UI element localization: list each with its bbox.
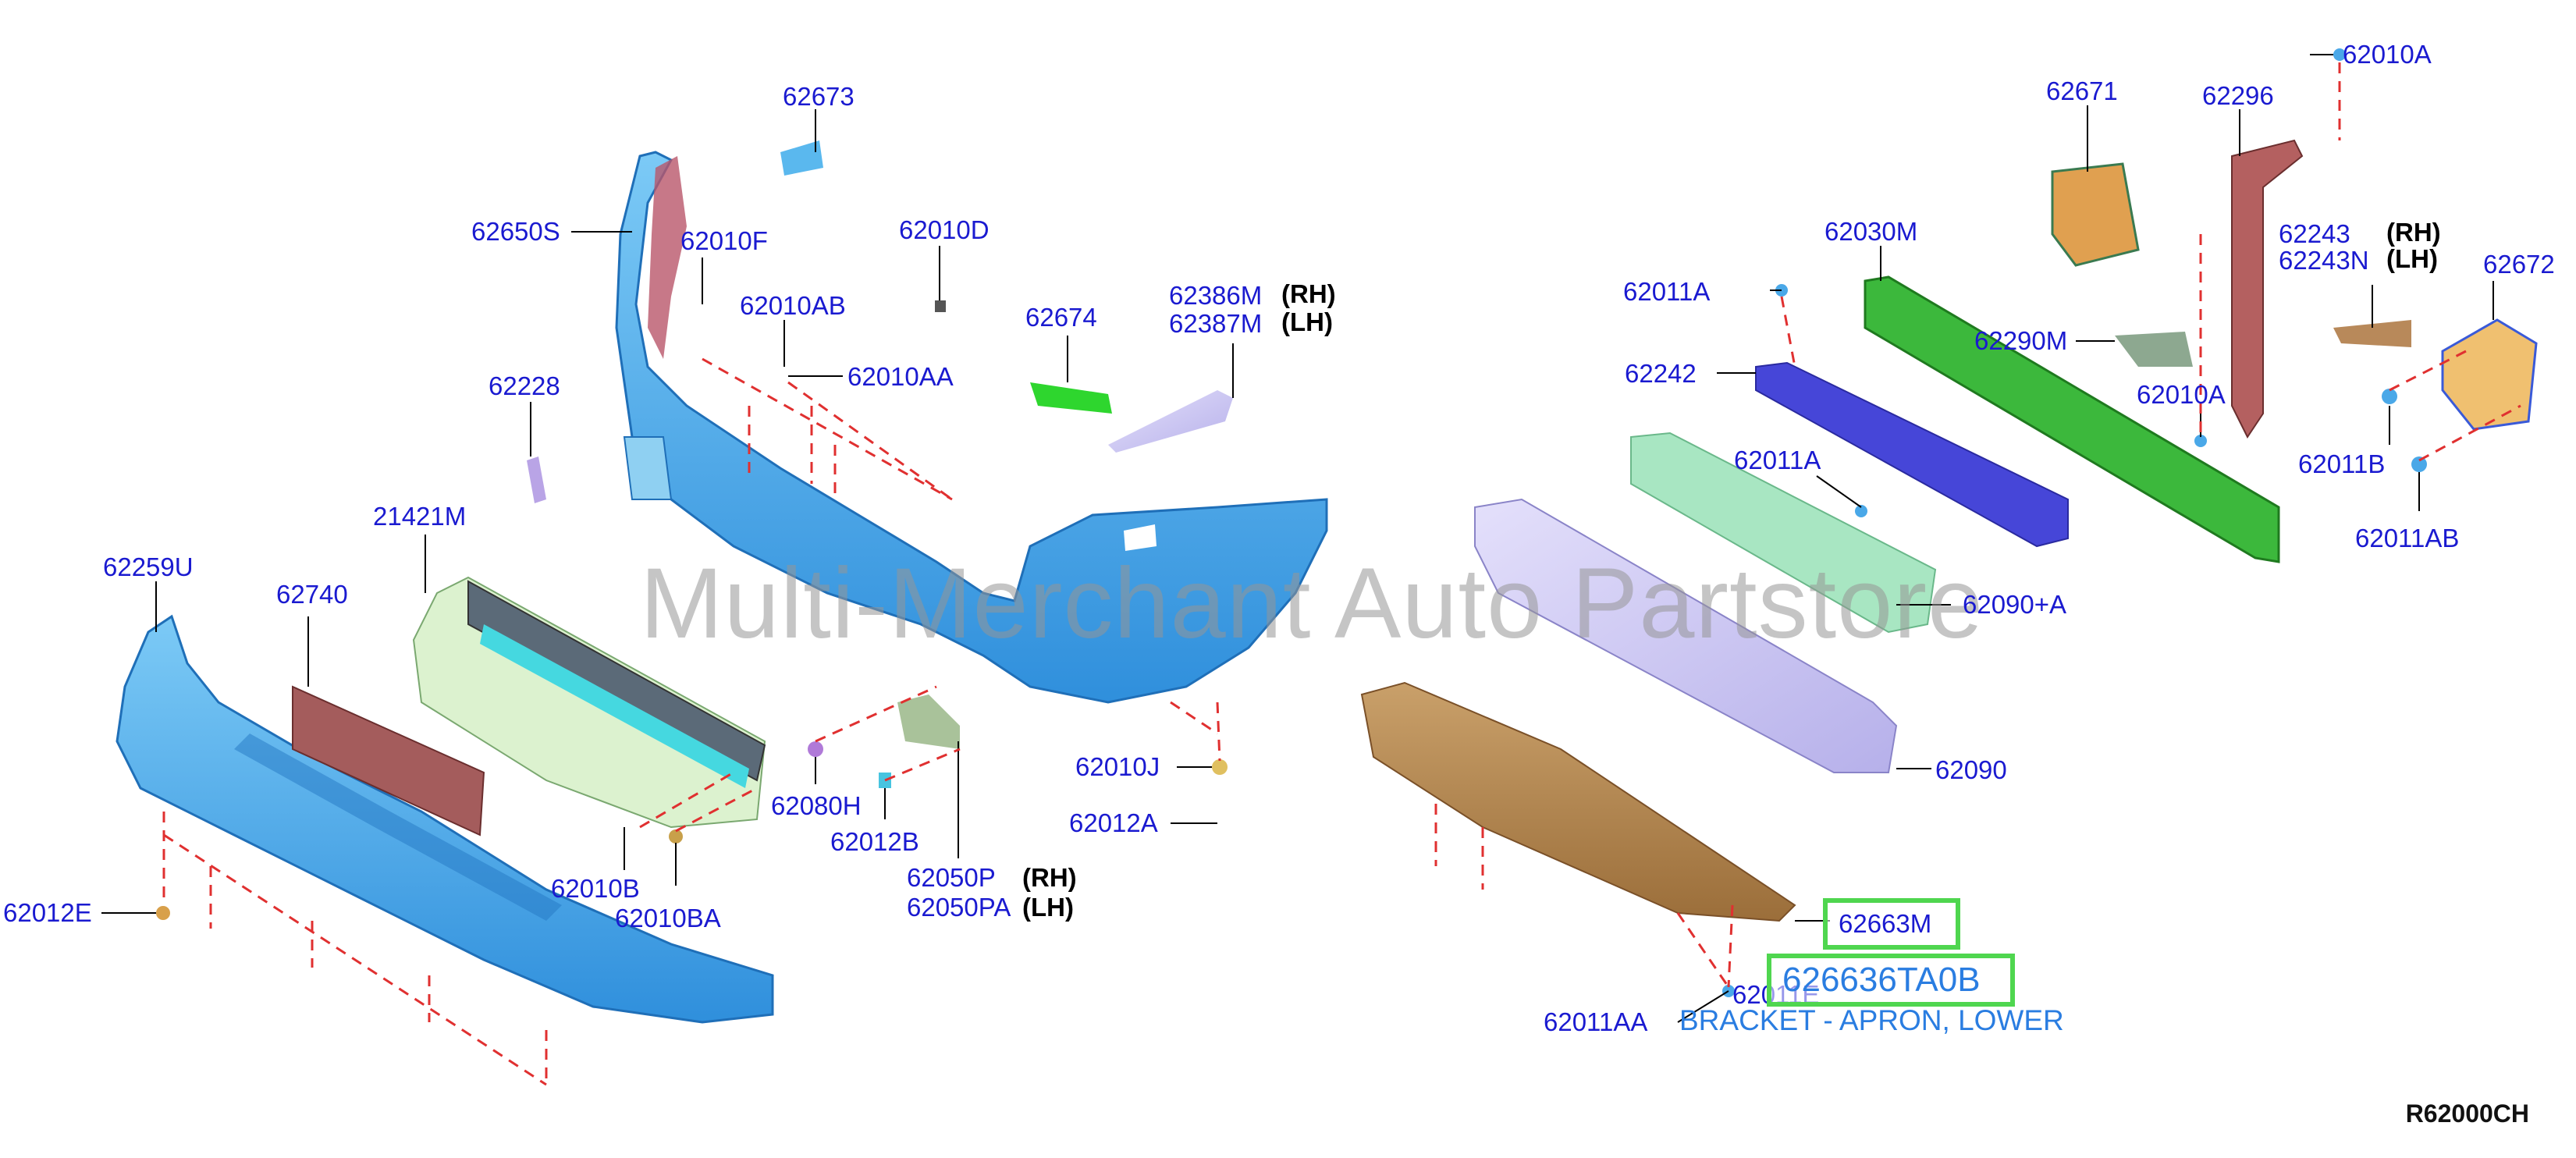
clip-62011AB-part bbox=[2411, 456, 2427, 472]
side-lh-62387M: (LH) bbox=[1281, 307, 1333, 336]
clip-62010BA-part bbox=[669, 829, 683, 844]
clip-62080H-part bbox=[808, 741, 823, 757]
absorber-62090-part bbox=[1474, 498, 1898, 773]
part-label-62673[interactable]: 62673 bbox=[783, 82, 855, 111]
part-label-62290M[interactable]: 62290M bbox=[1974, 326, 2068, 355]
side-lh-62243N: (LH) bbox=[2386, 244, 2438, 273]
clip-62010A-mid-part bbox=[2194, 435, 2207, 447]
part-label-62672[interactable]: 62672 bbox=[2483, 250, 2555, 279]
part-label-62010F[interactable]: 62010F bbox=[680, 226, 768, 255]
clip-62011B-part bbox=[2382, 389, 2397, 404]
part-label-62012B[interactable]: 62012B bbox=[830, 827, 919, 856]
bracket-62243-part bbox=[2333, 320, 2411, 347]
part-label-62010AA[interactable]: 62010AA bbox=[847, 362, 954, 391]
clip-62010D-part bbox=[935, 300, 946, 312]
part-label-62243[interactable]: 62243 bbox=[2279, 219, 2350, 248]
absorber-62090A-part bbox=[1630, 432, 1937, 634]
clip-62012E-part bbox=[156, 906, 170, 920]
side-lh-62050PA: (LH) bbox=[1022, 893, 1074, 922]
part-label-62010D[interactable]: 62010D bbox=[899, 215, 990, 244]
side-rh-62386M: (RH) bbox=[1281, 279, 1336, 308]
grille-part bbox=[412, 576, 766, 829]
stay-62296-part bbox=[2231, 139, 2304, 439]
part-number-highlight[interactable] bbox=[1767, 954, 2015, 1007]
part-label-62386M[interactable]: 62386M bbox=[1169, 281, 1263, 310]
part-label-62674[interactable]: 62674 bbox=[1025, 303, 1097, 332]
part-label-62228[interactable]: 62228 bbox=[489, 371, 560, 400]
part-label-62090[interactable]: 62090 bbox=[1935, 755, 2007, 784]
selected-part-highlight[interactable] bbox=[1823, 898, 1960, 950]
part-label-62010BA[interactable]: 62010BA bbox=[615, 904, 721, 932]
part-label-62080H[interactable]: 62080H bbox=[771, 791, 862, 820]
part-label-62030M[interactable]: 62030M bbox=[1825, 217, 1918, 246]
assembly-dash-lines bbox=[162, 62, 2521, 1086]
clip-62011A-mid-part bbox=[1855, 505, 1867, 517]
bumper-fascia-part bbox=[615, 151, 1328, 704]
bracket-62674-part bbox=[1030, 382, 1112, 414]
part-label-62242[interactable]: 62242 bbox=[1625, 359, 1697, 388]
lower-bumper-part bbox=[115, 614, 774, 1024]
license-plate-bracket-part bbox=[292, 685, 485, 837]
undercover-62663M-part bbox=[1360, 681, 1796, 922]
part-label-62010A-top[interactable]: 62010A bbox=[2343, 40, 2432, 69]
side-rh-62243: (RH) bbox=[2386, 218, 2441, 247]
part-label-62011A-top[interactable]: 62011A bbox=[1623, 277, 1711, 306]
side-rh-62050P: (RH) bbox=[1022, 863, 1077, 892]
selected-part-label[interactable]: 62663M bbox=[1839, 909, 1932, 938]
bracket-62671-part bbox=[2051, 162, 2140, 267]
part-label-62010A-mid[interactable]: 62010A bbox=[2137, 380, 2226, 409]
part-label-62012A[interactable]: 62012A bbox=[1069, 808, 1158, 837]
part-label-62011B[interactable]: 62011B bbox=[2298, 449, 2386, 478]
part-label-62259U[interactable]: 62259U bbox=[103, 552, 194, 581]
bracket-62290M-part bbox=[2115, 332, 2193, 367]
reinforcement-62030M-part bbox=[1864, 275, 2280, 563]
bracket-62673-part bbox=[780, 140, 823, 176]
part-label-62243N[interactable]: 62243N bbox=[2279, 246, 2369, 275]
part-label-62010J[interactable]: 62010J bbox=[1075, 752, 1160, 781]
part-label-62090A[interactable]: 62090+A bbox=[1963, 590, 2067, 619]
part-label-62296[interactable]: 62296 bbox=[2202, 81, 2274, 110]
part-label-62010AB[interactable]: 62010AB bbox=[740, 291, 846, 320]
part-label-62740[interactable]: 62740 bbox=[276, 580, 348, 609]
part-label-62012E[interactable]: 62012E bbox=[3, 898, 92, 927]
part-label-21421M[interactable]: 21421M bbox=[373, 502, 467, 531]
part-label-62010B[interactable]: 62010B bbox=[551, 874, 640, 903]
highlight-part-number[interactable]: 626636TA0B bbox=[1782, 961, 1981, 999]
bracket-62242-part bbox=[1755, 361, 2069, 548]
part-label-62050PA[interactable]: 62050PA bbox=[907, 893, 1011, 922]
diagram-code: R62000CH bbox=[2405, 1099, 2529, 1128]
watermark-text: Multi-Merchant Auto Partstore bbox=[640, 548, 1984, 659]
part-label-62011A-mid[interactable]: 62011A bbox=[1734, 446, 1821, 474]
part-label-62011AB[interactable]: 62011AB bbox=[2355, 524, 2460, 552]
molding-62386M-part bbox=[1108, 390, 1233, 453]
part-label-62671[interactable]: 62671 bbox=[2046, 76, 2118, 105]
clip-62010A-top-part bbox=[2333, 48, 2346, 61]
part-label-62387M[interactable]: 62387M bbox=[1169, 309, 1263, 338]
bracket-62228-part bbox=[527, 456, 546, 503]
bracket-62672-part bbox=[2441, 318, 2538, 431]
bracket-62050P-part bbox=[897, 694, 960, 749]
leader-lines bbox=[101, 54, 2494, 1023]
part-label-62011AA[interactable]: 62011AA bbox=[1544, 1007, 1648, 1036]
clip-62010J-part bbox=[1212, 759, 1228, 775]
part-label-62650S[interactable]: 62650S bbox=[471, 217, 560, 246]
part-label-62050P[interactable]: 62050P bbox=[907, 863, 996, 892]
highlight-description: BRACKET - APRON, LOWER bbox=[1679, 1004, 2064, 1036]
